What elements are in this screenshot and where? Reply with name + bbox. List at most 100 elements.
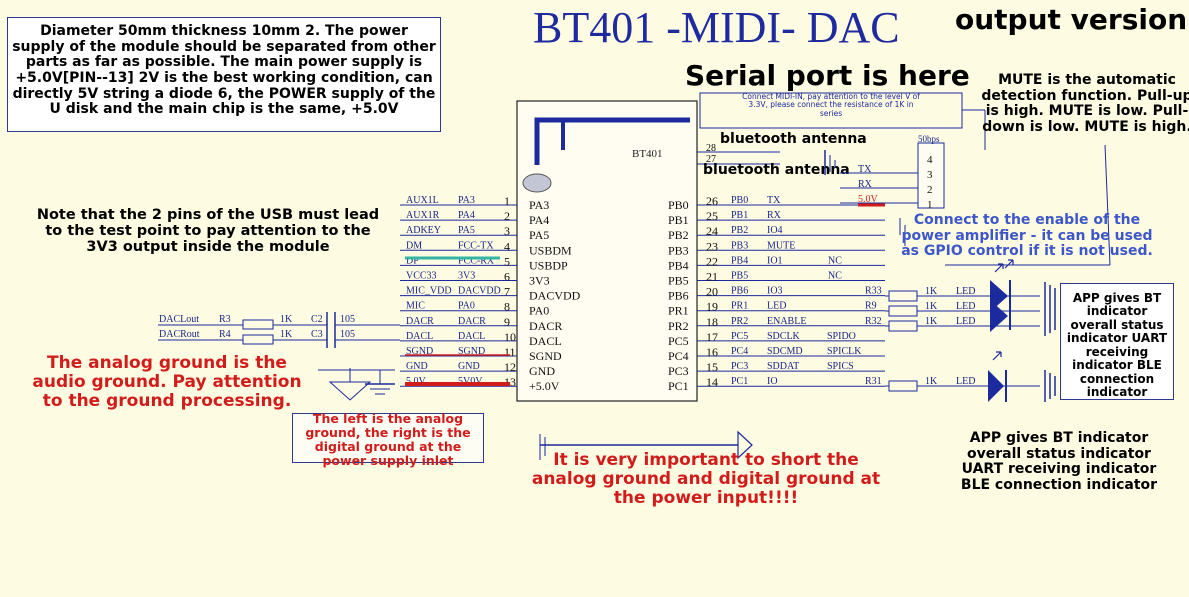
ground-note-box: The left is the analog ground, the right… [292,412,484,468]
extra-label-right: NC [828,271,842,282]
app-led-note-box: APP gives BT indicator overall status in… [1060,283,1174,400]
port-label-right: PC3 [731,361,748,372]
chip-pin-label-right: PB0 [668,198,689,212]
port-label-right: PC5 [731,331,748,342]
chip-pin-label-left: DACL [529,334,562,348]
signal-label-left: MIC_VDD [406,286,452,297]
port-label-right: PR1 [731,301,748,312]
signal-label-left: 5.0V [406,376,427,387]
port-label-left: PA3 [458,195,475,206]
led-label: LED [956,301,975,312]
port-label-left: SGND [458,346,485,357]
chip-pin-label-right: PC3 [668,364,689,378]
port-label-left: PA4 [458,210,475,221]
port-label-right: PC1 [731,376,748,387]
led-light-arrow [1004,259,1014,269]
antenna-label: bluetooth antenna [720,131,867,147]
cap-gap [327,312,335,348]
pin-number-left: 1 [504,194,510,208]
port-label-right: PB5 [731,271,748,282]
dac-res-value: 1K [280,329,293,340]
short-ground-note: It is very important to short the analog… [531,450,881,509]
connector-tx-label: TX [858,164,872,175]
extra-label-right: R9 [865,301,877,312]
pin-number-left: 6 [504,270,510,284]
led-resistor [888,320,918,332]
signal-label-right: RX [767,210,782,221]
pin-number-left: 3 [504,224,510,238]
led-resistor [888,305,918,317]
chip-name: BT401 [632,148,663,160]
pin-number-right: 16 [706,345,718,359]
mute-note: MUTE is the automatic detection function… [981,72,1189,136]
signal-label-left: AUX1L [406,195,439,206]
chip-pin-label-left: +5.0V [529,379,560,393]
pin-number-right: 24 [706,224,718,238]
extra-label-right: R32 [865,316,882,327]
signal-label-left: MIC [406,301,425,312]
chip-pin-label-left: PA3 [529,198,549,212]
chip-pin-label-right: PB4 [668,258,689,272]
signal-label-left: DM [406,240,422,251]
dac-cap-label: C2 [311,314,323,325]
chip-pin-label-right: PR2 [668,319,689,333]
port-label-left: PA0 [458,301,475,312]
pin-number-left: 9 [504,315,510,329]
connector-5v-label: 5.0V [858,194,879,205]
pin-number-right: 18 [706,315,718,329]
port-label-left: FCC-RX [458,255,495,266]
connector-pin-number: 1 [927,199,933,211]
antenna-trace [534,117,690,165]
chip-body [516,100,698,402]
chip-pin-label-left: SGND [529,349,562,363]
dac-res-value: 1K [280,314,293,325]
mute-lead [1104,144,1111,266]
dac-cap-value: 105 [340,329,355,340]
signal-label-right: IO [767,376,778,387]
chip-pin-label-left: PA5 [529,228,549,242]
port-label-right: PB1 [731,210,748,221]
version-label: output version [955,3,1188,36]
led-light-arrow [994,263,1004,273]
power-note: Diameter 50mm thickness 10mm 2. The powe… [12,23,436,118]
extra-label-right: SPICS [827,361,854,372]
signal-label-right: IO3 [767,286,783,297]
chip-pin-label-right: PB2 [668,228,689,242]
pin-number-left: 5 [504,254,510,268]
app-led-note: APP gives BT indicator overall status in… [1066,291,1168,400]
signal-label-right: MUTE [767,240,795,251]
serial-connector [917,142,945,209]
pin-number-left: 8 [504,300,510,314]
signal-label-left: AUX1R [406,210,440,221]
signal-label-right: LED [767,301,786,312]
ground-note: The left is the analog ground, the right… [305,411,471,468]
dac-net-label: DACRout [159,329,200,340]
serial-port-heading: Serial port is here [685,59,970,92]
port-label-right: PB0 [731,195,748,206]
pin-number-left: 12 [504,360,516,374]
port-label-left: 5V0V [458,376,483,387]
led-resistor [888,380,918,392]
diagram-title: BT401 -MIDI- DAC [533,3,900,52]
signal-label-right: TX [767,195,781,206]
port-label-left: DACR [458,316,486,327]
signal-label-right: SDDAT [767,361,799,372]
led-light-arrow [992,351,1002,361]
pin-number-right: 14 [706,375,718,389]
pin-number-right: 21 [706,270,718,284]
led-label: LED [956,286,975,297]
chip-pin-label-left: 3V3 [529,274,550,288]
dac-resistor [242,334,274,345]
dac-resistor [242,319,274,330]
signal-label-left: SGND [406,346,433,357]
baud-label: 50bps [918,134,940,144]
signal-label-left: ADKEY [406,225,441,236]
pin-number-right: 15 [706,360,718,374]
chip-pin-label-left: PA4 [529,213,549,227]
amp-enable-note: Connect to the enable of the power ampli… [901,212,1153,260]
chip-pin-label-left: PA0 [529,304,549,318]
signal-label-right: IO4 [767,225,783,236]
chip-pin-label-right: PR1 [668,304,689,318]
pin-number-right: 23 [706,239,718,253]
antenna-label: bluetooth antenna [703,162,850,178]
